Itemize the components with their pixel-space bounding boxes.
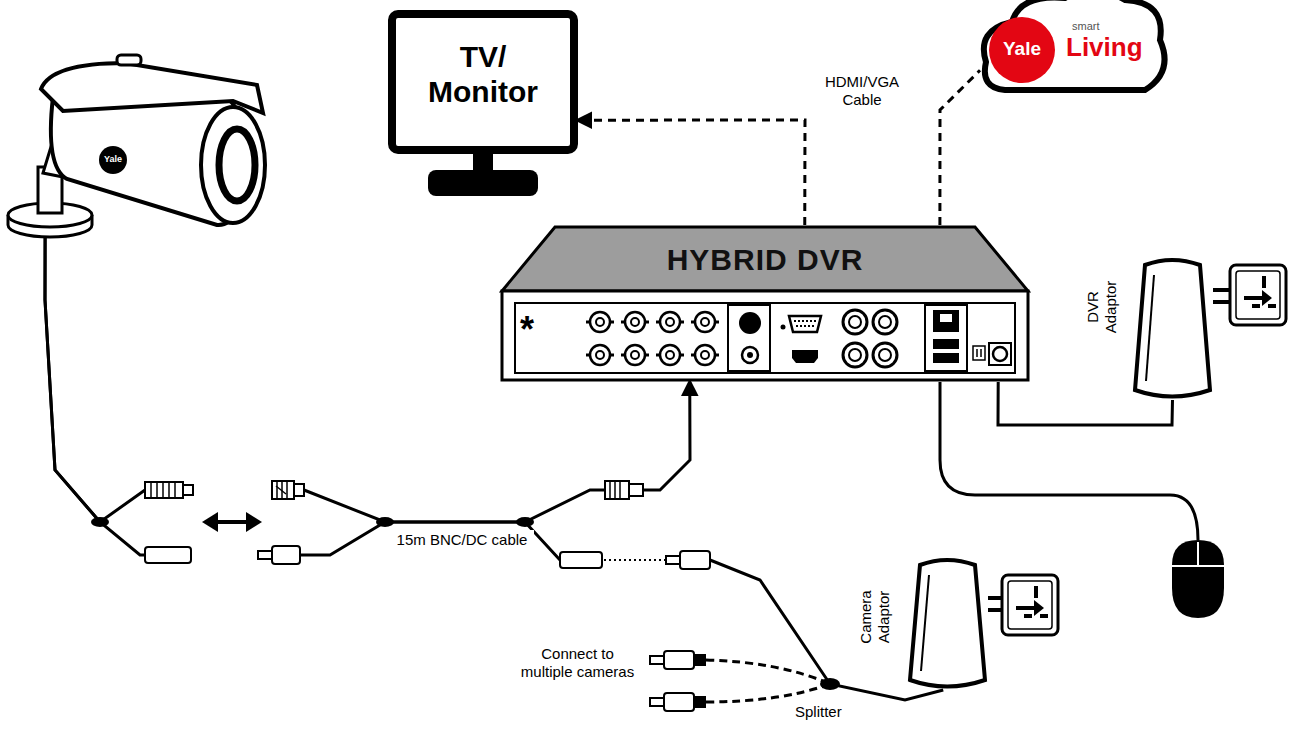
dotted-gap xyxy=(604,559,666,561)
cable-join xyxy=(376,517,394,527)
dc-male xyxy=(258,546,300,564)
node-text: Yale xyxy=(98,154,128,164)
node-text: HYBRID DVR xyxy=(540,243,990,277)
port-symbol: * xyxy=(520,308,534,351)
cable-connector xyxy=(578,120,805,225)
dvr-adaptor-outline xyxy=(1130,255,1215,400)
double-arrow xyxy=(202,512,262,532)
bnc-male xyxy=(272,481,304,499)
dc-male xyxy=(666,551,710,569)
tv-monitor: TV/ Monitor xyxy=(388,10,578,200)
node-text: TV/ Monitor xyxy=(418,40,548,109)
edge-label: HDMI/VGA Cable xyxy=(815,72,909,110)
cable-connector xyxy=(940,70,980,225)
edge-label: 15m BNC/DC cable xyxy=(390,530,534,550)
dc-female xyxy=(145,547,191,563)
extra-plug xyxy=(650,651,830,684)
node-text: DVR Adaptor xyxy=(1084,269,1120,345)
bullet-camera: Yale xyxy=(5,55,300,235)
note-label: Splitter xyxy=(795,703,842,721)
bnc-female xyxy=(145,482,193,498)
bullet-camera-outline xyxy=(5,55,300,235)
cable-join xyxy=(516,517,534,527)
node-text: smart xyxy=(1072,20,1122,32)
bnc-male xyxy=(605,481,643,499)
node-text: Living xyxy=(1066,32,1156,63)
note-label: Connect to multiple cameras xyxy=(515,645,640,681)
camera-wall-socket xyxy=(988,575,1058,635)
mouse xyxy=(1172,540,1224,618)
node-text: Camera Adaptor xyxy=(857,579,893,655)
dvr-wall-socket xyxy=(1213,265,1286,325)
dvr-adaptor: DVR Adaptor xyxy=(1130,255,1215,400)
mouse-cable xyxy=(940,382,1198,540)
dvr-box: HYBRID DVR xyxy=(500,225,1030,382)
cable-join xyxy=(91,517,109,527)
camera-adaptor: Camera Adaptor xyxy=(905,555,990,690)
dc-female xyxy=(560,552,602,568)
splitter xyxy=(820,678,840,690)
cloud-service: Yale smartLiving xyxy=(980,0,1170,95)
node-text: Yale xyxy=(992,38,1052,60)
camera-adaptor-outline xyxy=(905,555,990,690)
